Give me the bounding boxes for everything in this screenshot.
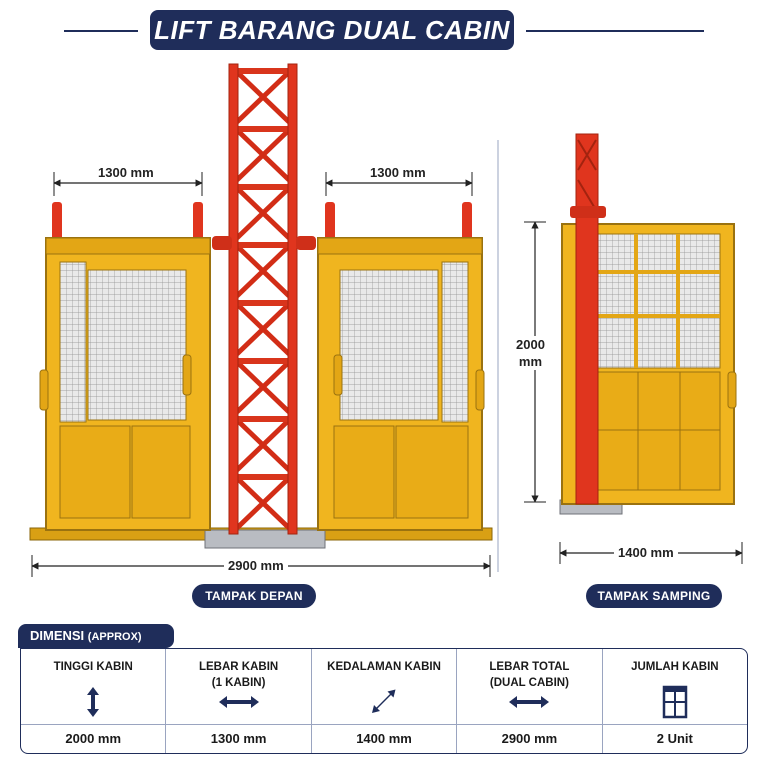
front-view [29,63,493,577]
dim-label: TINGGI KABIN [53,661,133,673]
dim-label: KEDALAMAN KABIN [327,661,441,673]
front-view-label: TAMPAK DEPAN [192,584,316,608]
dim-cell-height: TINGGI KABIN 2000 mm [21,649,167,753]
dim-label: JUMLAH KABIN [631,661,719,673]
dimensions-heading-text: DIMENSI [30,628,85,643]
right-cabin-post-red [325,202,335,242]
dim-label: LEBAR KABIN (1 KABIN) [198,661,279,689]
right-cabin-mesh [339,269,439,421]
horizontal-arrow-icon [218,696,259,708]
side-depth-label: 1400 mm [614,545,678,561]
horizontal-arrow-icon [509,696,550,708]
right-cabin-post-red-2 [462,202,472,242]
left-cabin-width-label: 1300 mm [94,165,158,181]
dim-cell-depth: KEDALAMAN KABIN 1400 mm [311,649,458,753]
dimensions-heading: DIMENSI (APPROX) [18,624,174,648]
mast-base-plate [204,529,326,549]
side-view [524,133,743,564]
dim-value: 2000 mm [21,724,166,753]
left-cabin [39,202,211,531]
dim-cell-total-width: LEBAR TOTAL (DUAL CABIN) 2900 mm [457,649,603,753]
dim-cell-width: LEBAR KABIN (1 KABIN) 1300 mm [166,649,312,753]
dim-cell-count: JUMLAH KABIN 2 Unit [602,649,748,753]
dim-value: 1400 mm [311,724,457,753]
page-title: LIFT BARANG DUAL CABIN [150,10,514,50]
side-cabin-mesh [597,233,721,369]
total-width-label: 2900 mm [224,558,288,574]
front-mast [212,63,316,535]
title-bar: LIFT BARANG DUAL CABIN [0,10,768,50]
side-view-label: TAMPAK SAMPING [586,584,722,608]
left-cabin-post-red-2 [193,202,203,242]
right-cabin-width-label: 1300 mm [366,165,430,181]
dimensions-table: TINGGI KABIN 2000 mm LEBAR KABIN (1 KABI… [20,648,748,754]
right-cabin [317,202,485,531]
lift-illustration [29,63,743,577]
title-rule-left [64,30,138,32]
dim-label: LEBAR TOTAL (DUAL CABIN) [489,661,570,689]
dim-value: 1300 mm [166,724,311,753]
dimensions-heading-note: (APPROX) [87,631,142,643]
left-cabin-mesh [87,269,187,421]
title-rule-right [526,30,704,32]
dim-value: 2900 mm [457,724,602,753]
side-mast [575,133,599,505]
cabin-icon [662,685,688,719]
vertical-arrow-icon [87,687,100,717]
diagonal-arrow-icon [372,689,396,713]
side-height-label: 2000 mm [512,336,549,370]
dim-value: 2 Unit [602,724,748,753]
left-cabin-post-red [52,202,62,242]
